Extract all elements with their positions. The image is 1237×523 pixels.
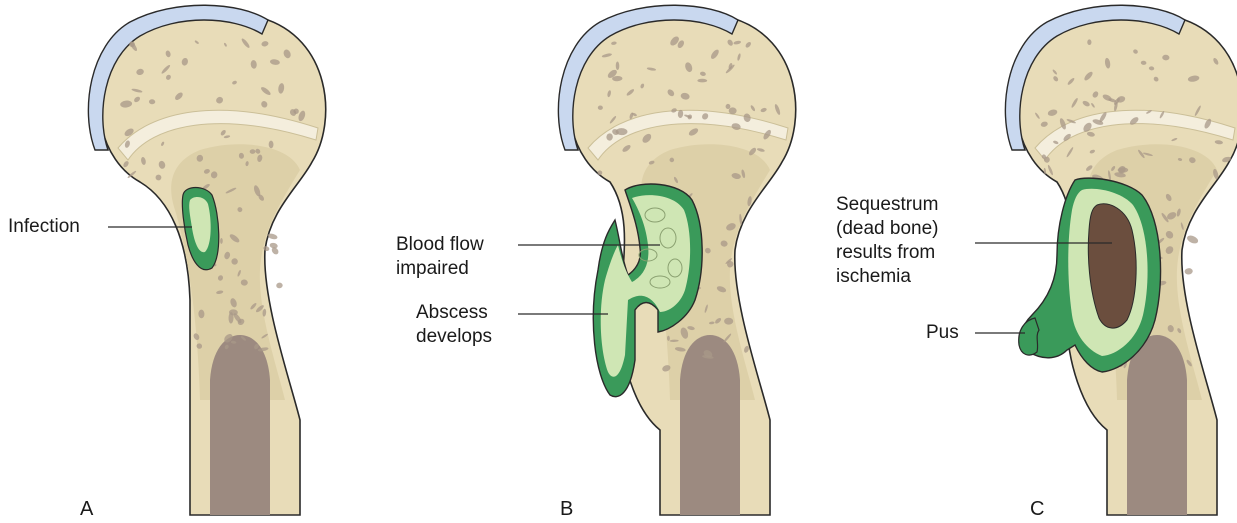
label-abscess-line2: develops [416,326,492,348]
trabecula-a [269,242,278,249]
label-blood-flow-line2: impaired [396,258,469,280]
trabecula-c [1184,268,1193,275]
trabecula-b [729,107,737,114]
label-blood-flow-line1: Blood flow [396,234,484,256]
label-sequestrum-line3: results from [836,242,935,264]
bone-c [975,5,1237,515]
medullary-cavity-c [1127,335,1187,515]
label-abscess-line1: Abscess [416,302,488,324]
medullary-cavity-a [210,335,270,515]
medullary-cavity-b [680,335,740,515]
label-infection: Infection [8,216,80,238]
trabecula-a [276,282,283,288]
trabecula-b [724,318,733,325]
label-sequestrum-line2: (dead bone) [836,218,938,240]
trabecula-c [1186,234,1199,245]
label-sequestrum-line1: Sequestrum [836,194,938,216]
bone-a [88,5,325,515]
panel-letter-a: A [80,498,93,520]
panel-letter-c: C [1030,498,1044,520]
label-pus: Pus [926,322,959,344]
panel-letter-b: B [560,498,573,520]
pus-drainage [1019,318,1039,355]
label-sequestrum-line4: ischemia [836,266,911,288]
bone-b [518,5,796,515]
